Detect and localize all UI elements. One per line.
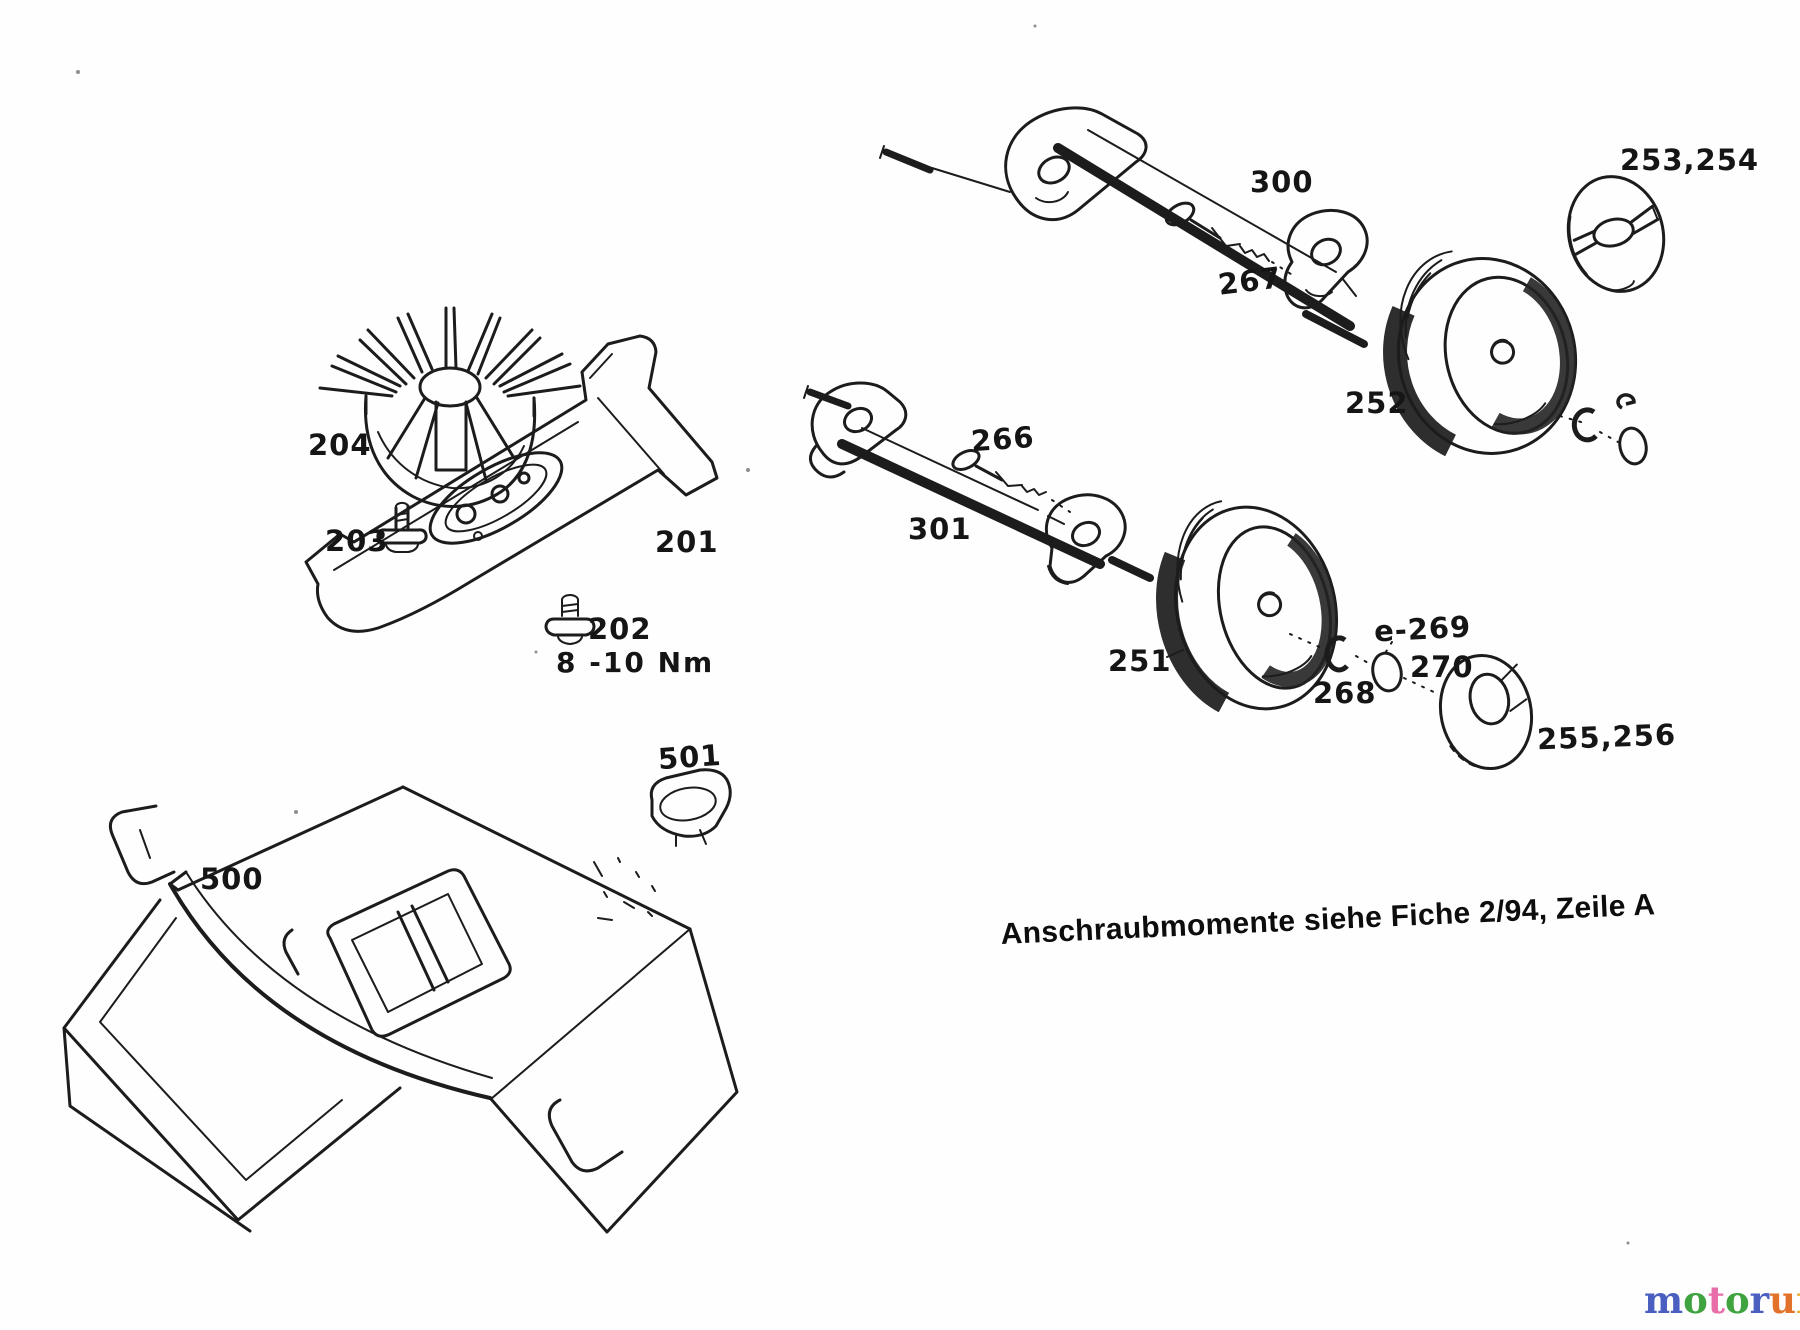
- blade-drawing: [304, 334, 719, 633]
- watermark-letter: t: [1707, 1278, 1725, 1322]
- wheel-upper-retainers-drawing: [1559, 393, 1648, 466]
- part-label-washer-outer: 270: [1410, 650, 1474, 684]
- watermark-letter: u: [1769, 1278, 1797, 1322]
- part-label-grass-catcher: 500: [200, 862, 264, 896]
- part-label-fan-bolt: 203: [325, 524, 389, 558]
- part-label-clip: e-269: [1373, 609, 1473, 649]
- part-label-wheel-upper: 252: [1345, 386, 1409, 420]
- axle-lower-drawing: [803, 381, 1154, 585]
- part-label-axle-lower: 301: [908, 512, 972, 546]
- axle-upper-drawing: [879, 106, 1369, 348]
- part-label-axle-upper: 300: [1250, 165, 1314, 199]
- part-label-grass-catcher-cap: 501: [656, 737, 723, 777]
- part-label-wheel-upper-hubcaps: 253,254: [1620, 143, 1760, 177]
- watermark-letter: f: [1796, 1282, 1800, 1319]
- axle-lower-pin-drawing: [951, 449, 1071, 513]
- part-label-blade-bolt: 202: [588, 612, 652, 646]
- hubcap-lower-drawing: [1438, 653, 1534, 771]
- watermark-letter: m: [1644, 1278, 1684, 1322]
- part-label-wheel-lower-hubcaps: 255,256: [1536, 717, 1677, 757]
- wheel-lower-drawing: [1156, 500, 1339, 713]
- scan-specks: [76, 24, 1630, 1245]
- watermark-letter: r: [1749, 1278, 1770, 1322]
- wheel-upper-drawing: [1383, 250, 1578, 457]
- part-label-axle-lower-pin: 266: [969, 419, 1036, 459]
- wheel-lower-retainers-drawing: [1166, 633, 1439, 695]
- fan-impeller-drawing: [318, 306, 582, 508]
- part-label-blade: 201: [655, 525, 719, 559]
- grass-catcher-drawing: [62, 785, 739, 1234]
- blade-bolt-drawing: [544, 594, 596, 645]
- axle-upper-pin-drawing: [1164, 201, 1295, 277]
- watermark-letter: o: [1724, 1278, 1750, 1322]
- grass-catcher-cap-drawing: [649, 768, 732, 847]
- part-label-wheel-lower: 251: [1108, 644, 1172, 678]
- part-label-fan: 204: [308, 428, 372, 462]
- part-label-washer-inner: 268: [1313, 676, 1377, 710]
- torque-spec: 8 -10 Nm: [556, 646, 715, 679]
- hubcap-upper-drawing: [1566, 175, 1666, 293]
- watermark-letter: o: [1683, 1278, 1708, 1322]
- motoruf-watermark: motoruf.de: [1644, 1282, 1800, 1319]
